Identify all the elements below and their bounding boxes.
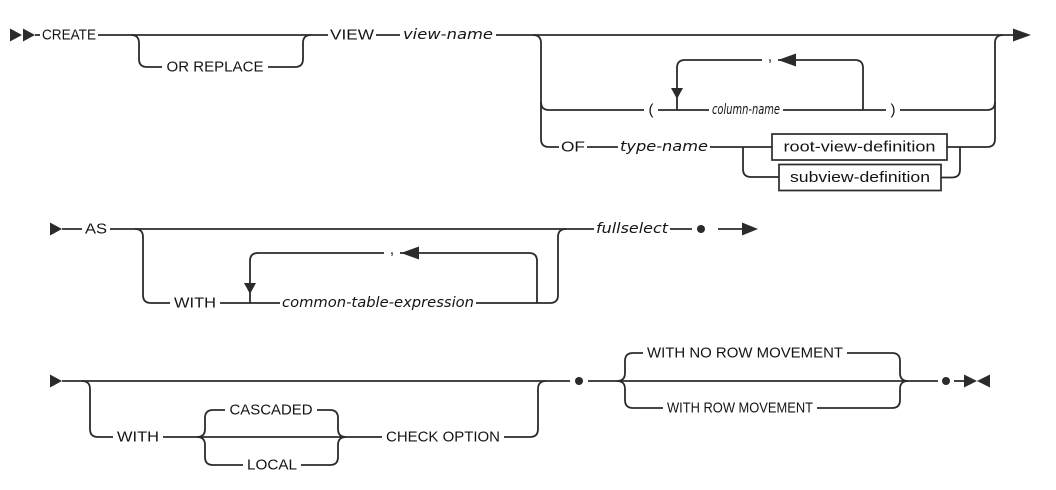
row2-continue-arrow-icon [742, 222, 758, 236]
row2-connector-bullet [697, 225, 705, 233]
row3-connector-bullet-1 [575, 377, 583, 385]
variable-fullselect: fullselect [596, 221, 669, 237]
row-movement-choice-right-brace [891, 352, 909, 409]
keyword-with-cte: WITH [174, 295, 216, 312]
with-no-row-movement-mask [643, 344, 847, 362]
subview-definition-box [778, 163, 942, 192]
cascaded-choice-right-brace [329, 409, 347, 466]
as-mask [82, 220, 110, 238]
keyword-or-replace: OR REPLACE [167, 59, 264, 76]
variable-view-name: view-name [403, 27, 493, 43]
rparen-mask [886, 101, 900, 119]
cascaded-mask [225, 401, 317, 419]
cte-loop-left-arrow-icon [401, 246, 419, 260]
column-list-branch-line [549, 34, 1004, 111]
column-name-mask [709, 101, 783, 119]
keyword-of: OF [561, 139, 585, 156]
check-option-mask [382, 428, 504, 446]
left-paren: ( [649, 102, 654, 119]
fullselect-mask [594, 220, 670, 238]
statement-start-arrow-icon [10, 28, 35, 42]
check-option-rejoin-line [346, 380, 547, 438]
variable-common-table-expression: common-table-expression [282, 295, 474, 311]
row1-comma-mask [762, 50, 778, 67]
subview-join-line [941, 147, 961, 179]
row3-start-arrow-icon [50, 374, 62, 388]
row2-loop-comma: , [390, 241, 394, 258]
keyword-check-option: CHECK OPTION [386, 429, 500, 446]
keyword-local: LOCAL [247, 457, 297, 474]
of-choice-lower-line [742, 147, 779, 178]
row3-connector-bullet-2 [942, 377, 950, 385]
keyword-with-check: WITH [117, 429, 159, 446]
keyword-create: CREATE [42, 27, 96, 44]
local-mask [243, 456, 301, 474]
type-name-mask [618, 138, 710, 156]
keyword-as: AS [85, 221, 107, 238]
check-option-branch-line [81, 380, 197, 438]
options-group-left-line [532, 34, 550, 148]
with-cte-branch-line [134, 228, 567, 304]
cte-loop-down-arrow-icon [244, 283, 256, 294]
root-view-join-line [947, 102, 996, 148]
row2-comma-mask [384, 243, 400, 260]
or-replace-mask [162, 58, 268, 76]
fragment-subview-definition: subview-definition [790, 169, 930, 186]
variable-type-name: type-name [620, 139, 708, 155]
row1-continue-arrow-icon [1013, 28, 1031, 42]
row-3: WITH CASCADED LOCAL CHECK OPTION WITH NO… [50, 344, 990, 474]
cte-mask [280, 294, 476, 312]
row3-with-mask [113, 428, 163, 446]
keyword-with-row-movement: WITH ROW MOVEMENT [667, 400, 813, 417]
row-movement-choice-left-brace [616, 352, 634, 409]
view-mask [328, 26, 376, 44]
with-row-movement-mask [663, 399, 817, 417]
column-loop-down-arrow-icon [671, 88, 683, 99]
variable-column-name: column-name [712, 102, 780, 118]
row2-with-mask [170, 294, 220, 312]
view-name-mask [400, 26, 496, 44]
options-group-left-elbow [540, 101, 550, 111]
row1-loop-comma: , [768, 48, 772, 65]
keyword-with-no-row-movement: WITH NO ROW MOVEMENT [647, 345, 843, 362]
right-paren: ) [891, 102, 896, 119]
create-mask [40, 26, 98, 44]
lparen-mask [644, 101, 658, 119]
keyword-view: VIEW [330, 27, 375, 44]
row-2: AS WITH , common-table-expression fullse… [50, 220, 758, 312]
keyword-cascaded: CASCADED [230, 402, 313, 419]
of-mask [559, 138, 587, 156]
root-view-definition-box [771, 133, 948, 161]
statement-end-arrow-icon [964, 374, 990, 388]
column-loop-left-arrow-icon [778, 53, 796, 67]
row2-start-arrow-icon [50, 222, 62, 236]
fragment-root-view-definition: root-view-definition [784, 139, 936, 156]
row-1: CREATE OR REPLACE VIEW view-name ( , col… [10, 26, 1031, 192]
